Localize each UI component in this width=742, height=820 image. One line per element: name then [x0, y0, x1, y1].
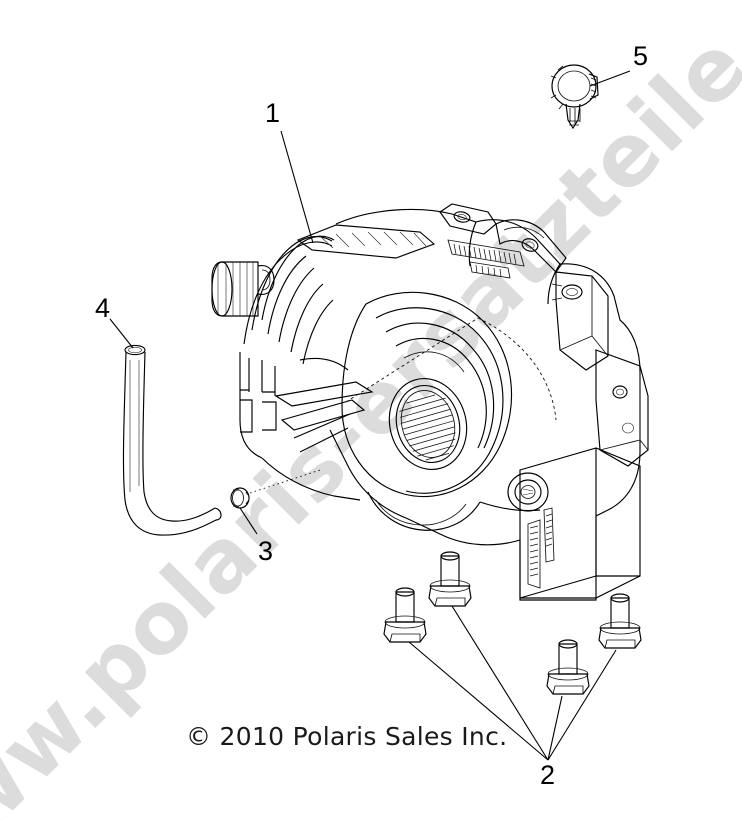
gearcase-sump — [367, 491, 541, 531]
gearcase-right-boss — [551, 271, 609, 371]
leader-2-d — [547, 649, 617, 761]
output-splined-hub — [388, 377, 468, 471]
callout-number-5: 5 — [633, 41, 649, 71]
part-flange-bolts — [383, 551, 642, 695]
leader-4 — [109, 318, 134, 349]
part-hose-clamp — [550, 64, 599, 130]
part-vent-hose — [122, 344, 222, 536]
gearcase-lower-webs — [261, 357, 374, 501]
gearcase-upper-right-bracket — [495, 219, 567, 273]
part-front-gearcase — [211, 203, 649, 601]
part-plug — [230, 469, 321, 509]
gearcase-right-lower-pad — [595, 349, 649, 467]
callout-number-4: 4 — [95, 293, 111, 323]
callout-number-2: 2 — [540, 760, 556, 790]
gearcase-cast-marking — [447, 239, 525, 279]
callout-number-1: 1 — [265, 98, 281, 128]
flange-bolt — [598, 593, 642, 649]
gearcase-top-rib-band — [296, 224, 436, 259]
flange-bolt — [428, 551, 472, 607]
input-splined-shaft — [211, 261, 275, 317]
copyright-notice: © 2010 Polaris Sales Inc. — [186, 722, 508, 751]
callout-leader-lines — [109, 70, 631, 761]
flange-bolt — [546, 639, 590, 695]
leader-2-c — [547, 695, 563, 761]
gearcase-bearing-boss — [507, 472, 549, 512]
hidden-centerline — [477, 317, 557, 421]
leader-2-a — [408, 641, 549, 761]
callout-number-3: 3 — [258, 536, 274, 566]
gearcase-cooling-fins — [239, 235, 335, 459]
leader-1 — [280, 130, 314, 244]
leader-5 — [589, 70, 631, 87]
leader-3 — [239, 507, 258, 535]
flange-bolt — [383, 587, 427, 643]
gearcase-bell-face — [341, 291, 513, 498]
gearcase-housing-outline — [329, 208, 641, 601]
leader-2-b — [451, 605, 549, 761]
gearcase-rear-cover — [519, 447, 641, 599]
